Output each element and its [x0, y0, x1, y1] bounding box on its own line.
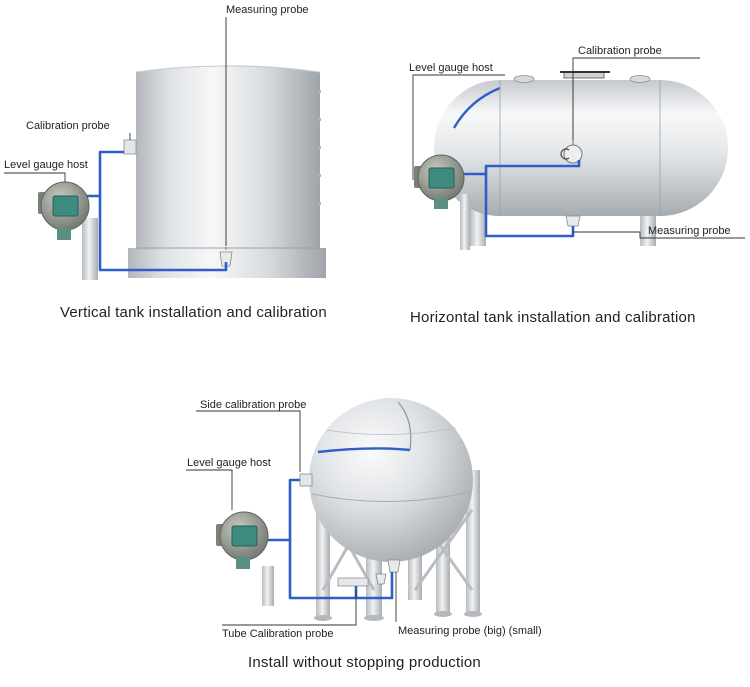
sphere-measuring-probe-big-icon: [387, 559, 401, 573]
horizontal-calibration-probe-label: Calibration probe: [578, 45, 662, 57]
tube-calibration-leader: [222, 590, 357, 626]
sphere-pipe-side: [258, 478, 300, 542]
horizontal-caption: Horizontal tank installation and calibra…: [410, 309, 696, 326]
vertical-gauge-post: [82, 218, 98, 280]
horizontal-tank-shell: [434, 80, 728, 216]
vertical-calibration-probe-label: Calibration probe: [26, 120, 110, 132]
horizontal-tank-panel: Level gauge host Calibration probe Measu…: [409, 45, 745, 326]
sphere-level-gauge-host-icon: [216, 511, 274, 606]
sphere-host-leader: [186, 469, 233, 510]
vertical-caption: Vertical tank installation and calibrati…: [60, 304, 327, 321]
horizontal-pipe-mid: [484, 160, 581, 174]
vertical-host-leader: [4, 172, 66, 182]
horizontal-measuring-probe-label: Measuring probe: [648, 225, 731, 237]
vertical-pipe-bottom: [98, 196, 228, 272]
horizontal-host-leader: [412, 74, 505, 180]
side-calibration-probe-label: Side calibration probe: [200, 399, 306, 411]
vertical-measuring-probe-icon: [219, 251, 233, 267]
side-calibration-probe-icon: [299, 473, 313, 487]
vertical-calibration-probe-icon: [123, 139, 137, 155]
sphere-pipe-measure: [356, 572, 394, 600]
vertical-level-gauge-host-label: Level gauge host: [4, 159, 88, 171]
sphere-tank-shell: [309, 398, 473, 562]
vertical-measuring-probe-label: Measuring probe: [226, 4, 309, 16]
vertical-pipe-top: [78, 150, 124, 198]
spherical-tank-panel: Side calibration probe Level gauge host …: [186, 398, 542, 671]
vertical-tank-shell: [136, 65, 320, 250]
vertical-level-gauge-host-icon: [38, 181, 90, 240]
horizontal-level-gauge-host-icon: [414, 154, 470, 250]
horizontal-measuring-leader: [573, 231, 745, 239]
sphere-measuring-probe-small-icon: [375, 573, 387, 585]
sphere-measuring-probe-label: Measuring probe (big) (small): [398, 625, 542, 637]
tube-calibration-probe-icon: [337, 577, 369, 587]
horizontal-measuring-probe-icon: [565, 215, 581, 227]
horizontal-pipe-bottom: [456, 172, 575, 238]
spherical-caption: Install without stopping production: [248, 654, 481, 671]
horizontal-calibration-leader: [572, 57, 700, 140]
side-calibration-leader: [196, 410, 301, 472]
vertical-tank-panel: Measuring probe Calibration probe Level …: [4, 4, 327, 321]
sphere-level-gauge-host-label: Level gauge host: [187, 457, 271, 469]
horizontal-level-gauge-host-label: Level gauge host: [409, 62, 493, 74]
tube-calibration-probe-label: Tube Calibration probe: [222, 628, 334, 640]
